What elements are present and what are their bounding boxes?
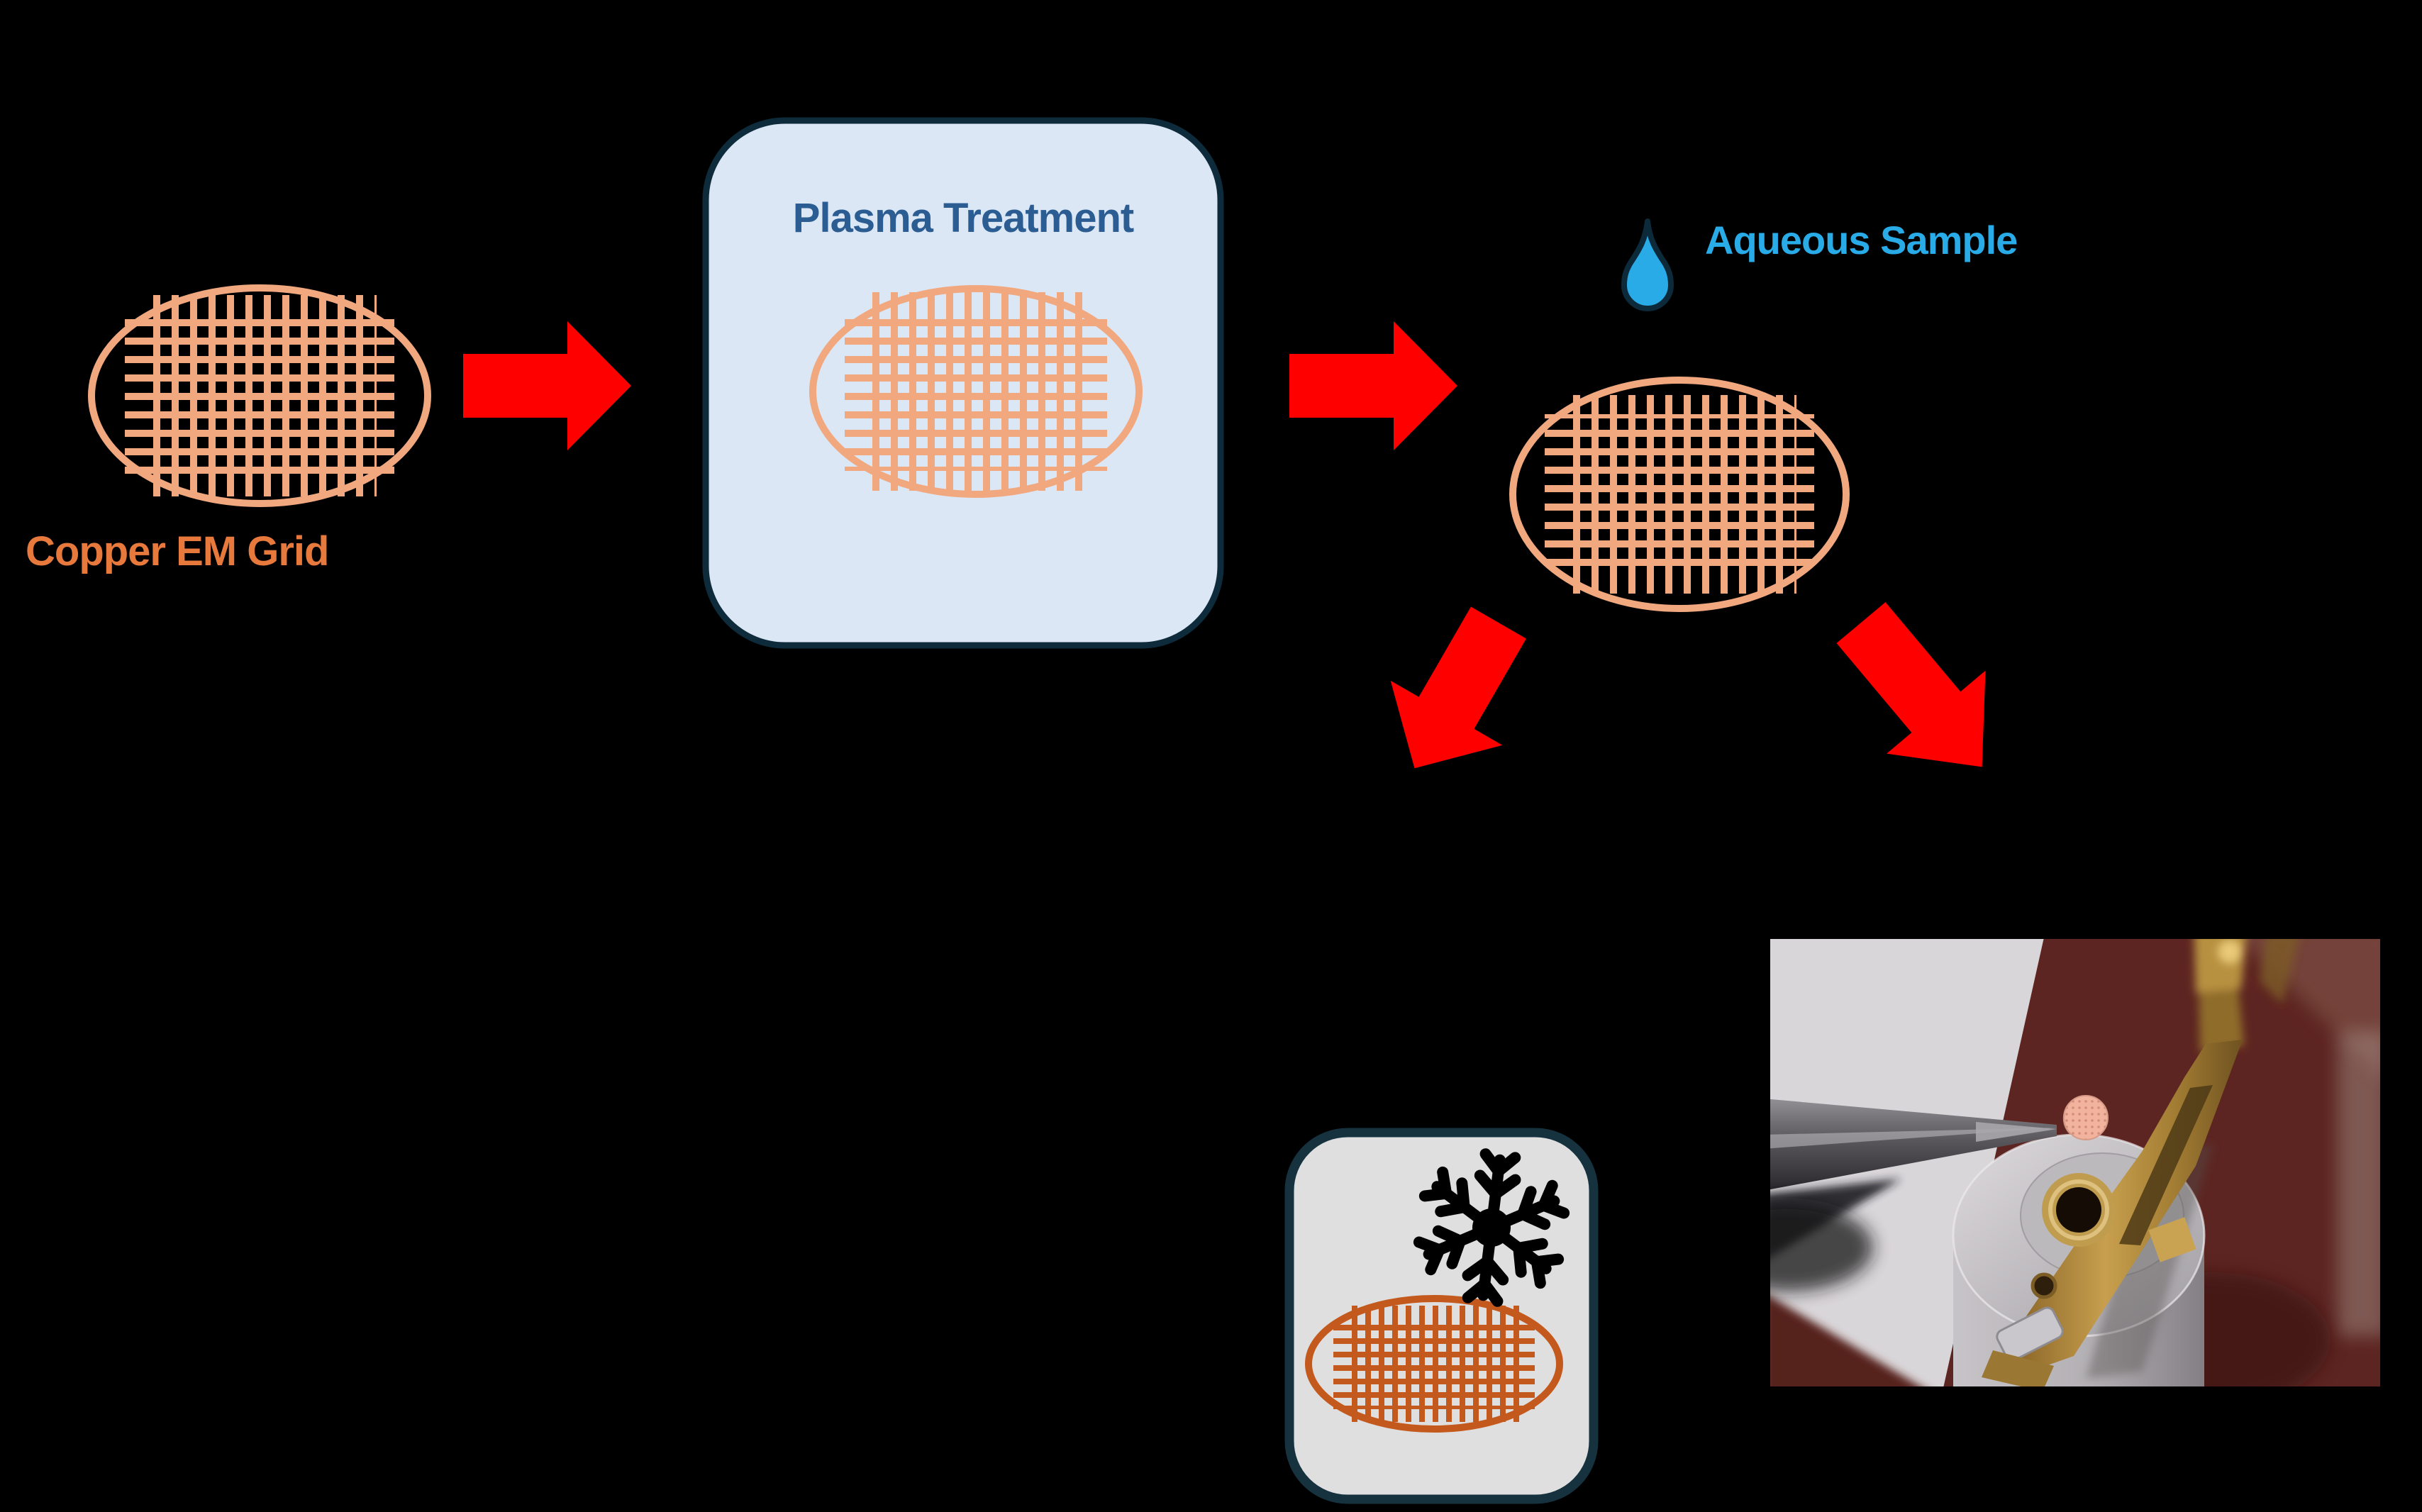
copper-grid-disc <box>2062 1095 2109 1140</box>
snowflake-icon <box>1411 1147 1571 1308</box>
cryo-holder-photo <box>1770 939 2380 1386</box>
arrow-right-1-icon <box>463 321 631 450</box>
water-droplet-icon <box>1621 218 1674 311</box>
copper-em-grid-sample <box>1509 377 1850 612</box>
plasma-treatment-title: Plasma Treatment <box>792 195 1134 241</box>
copper-grid-label: Copper EM Grid <box>26 528 329 574</box>
copper-em-grid-frozen <box>1305 1295 1563 1433</box>
copper-em-grid-plasma <box>809 285 1143 498</box>
brass-holder <box>1982 939 2299 1386</box>
holder-slot-hole <box>2056 1187 2101 1233</box>
tweezers <box>1770 1099 2057 1291</box>
arrow-right-2-icon <box>1289 321 1457 450</box>
copper-em-grid-plain <box>88 284 431 507</box>
holder-pin-hole <box>2031 1272 2057 1299</box>
arrow-down-right-icon <box>1811 581 2032 808</box>
holder-tip-insert <box>1996 1306 2064 1362</box>
aqueous-sample-label: Aqueous Sample <box>1705 218 2018 262</box>
arrow-down-left-icon <box>1358 590 1555 801</box>
